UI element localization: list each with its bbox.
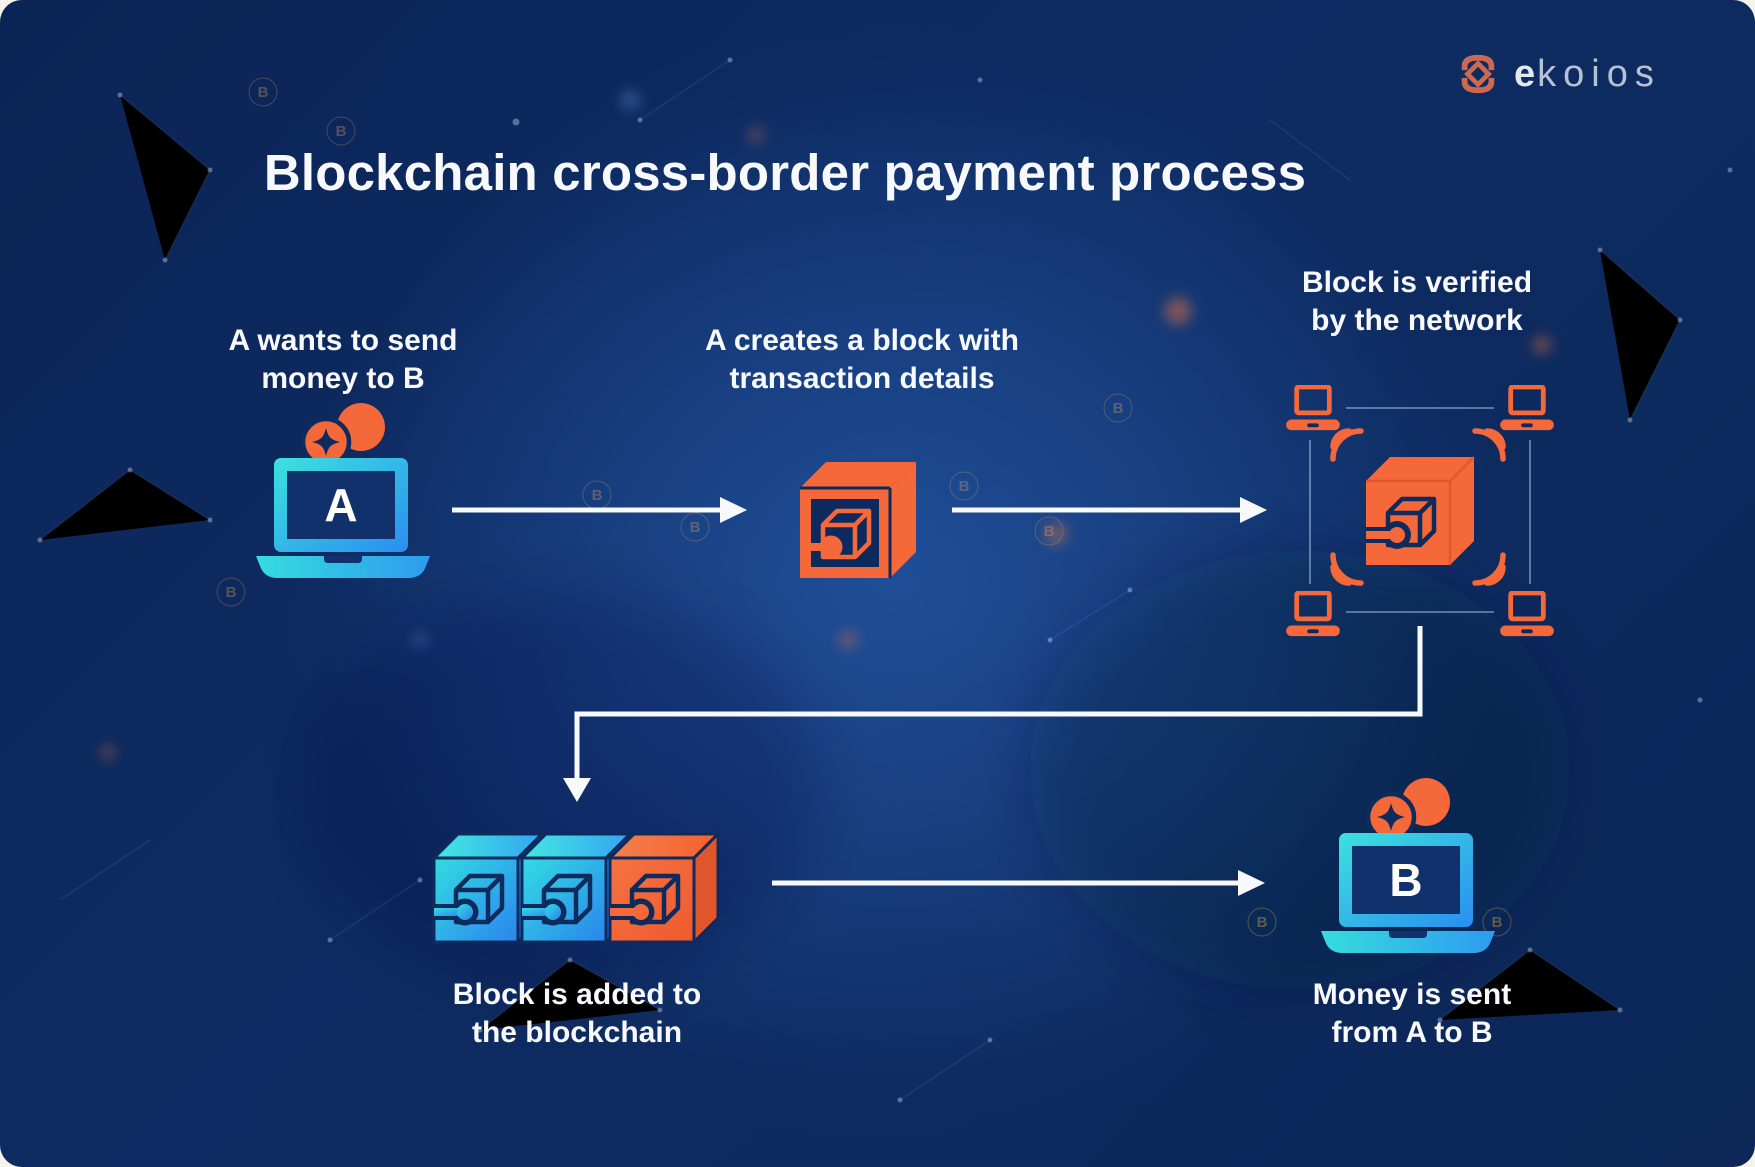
laptop-base <box>1321 931 1495 953</box>
step2-caption: A creates a block with transaction detai… <box>704 324 1019 395</box>
page-title: Blockchain cross-border payment process <box>263 144 1307 201</box>
verified-block-icon <box>1366 456 1475 565</box>
ekoios-logo-icon <box>1461 54 1495 94</box>
laptop-a-icon: A <box>256 403 430 578</box>
svg-text:B: B <box>1257 914 1268 931</box>
svg-text:B: B <box>959 478 970 495</box>
logo-text-light: koios <box>1537 53 1661 95</box>
radiate-arcs-icon <box>1472 428 1506 462</box>
svg-text:B: B <box>258 84 269 101</box>
network-laptop-icon <box>1500 385 1554 431</box>
network-laptop-icon <box>1500 591 1554 637</box>
chain-cube-orange <box>606 830 722 946</box>
laptop-base <box>256 556 430 578</box>
laptop-notch <box>1389 931 1427 938</box>
blockchain-cubes-icon <box>430 830 722 946</box>
step4-caption: Block is added to the blockchain <box>452 978 702 1049</box>
step5-caption: Money is sent from A to B <box>1312 978 1512 1049</box>
block-cube-icon <box>800 462 916 578</box>
laptop-b-icon: B <box>1321 778 1495 953</box>
sparkle-icon <box>1377 803 1405 831</box>
svg-text:B: B <box>226 584 237 601</box>
step3-caption: Block is verified by the network <box>1301 266 1533 337</box>
ekoios-logo: ekoios <box>1455 50 1661 98</box>
step1-caption: A wants to send money to B <box>228 324 458 395</box>
radiate-arcs-icon <box>1472 552 1506 586</box>
network-laptop-icon <box>1286 385 1340 431</box>
svg-text:B: B <box>336 123 347 140</box>
sparkle-icon <box>312 428 340 456</box>
radiate-arcs-icon <box>1330 428 1364 462</box>
laptop-notch <box>324 556 362 563</box>
laptop-screen <box>287 471 395 539</box>
arrow-step3-step4 <box>574 626 1423 778</box>
radiate-arcs-icon <box>1330 552 1364 586</box>
network-laptop-icon <box>1286 591 1340 637</box>
laptop-screen <box>1352 846 1460 914</box>
logo-text-bold: e <box>1514 53 1538 95</box>
ekoios-logo-text: ekoios <box>1514 51 1661 97</box>
laptop-screen-letter: B <box>1389 854 1422 906</box>
svg-text:B: B <box>1113 400 1124 417</box>
svg-text:B: B <box>690 519 701 536</box>
laptop-screen-letter: A <box>324 479 357 531</box>
svg-text:B: B <box>1044 523 1055 540</box>
svg-text:B: B <box>592 487 603 504</box>
